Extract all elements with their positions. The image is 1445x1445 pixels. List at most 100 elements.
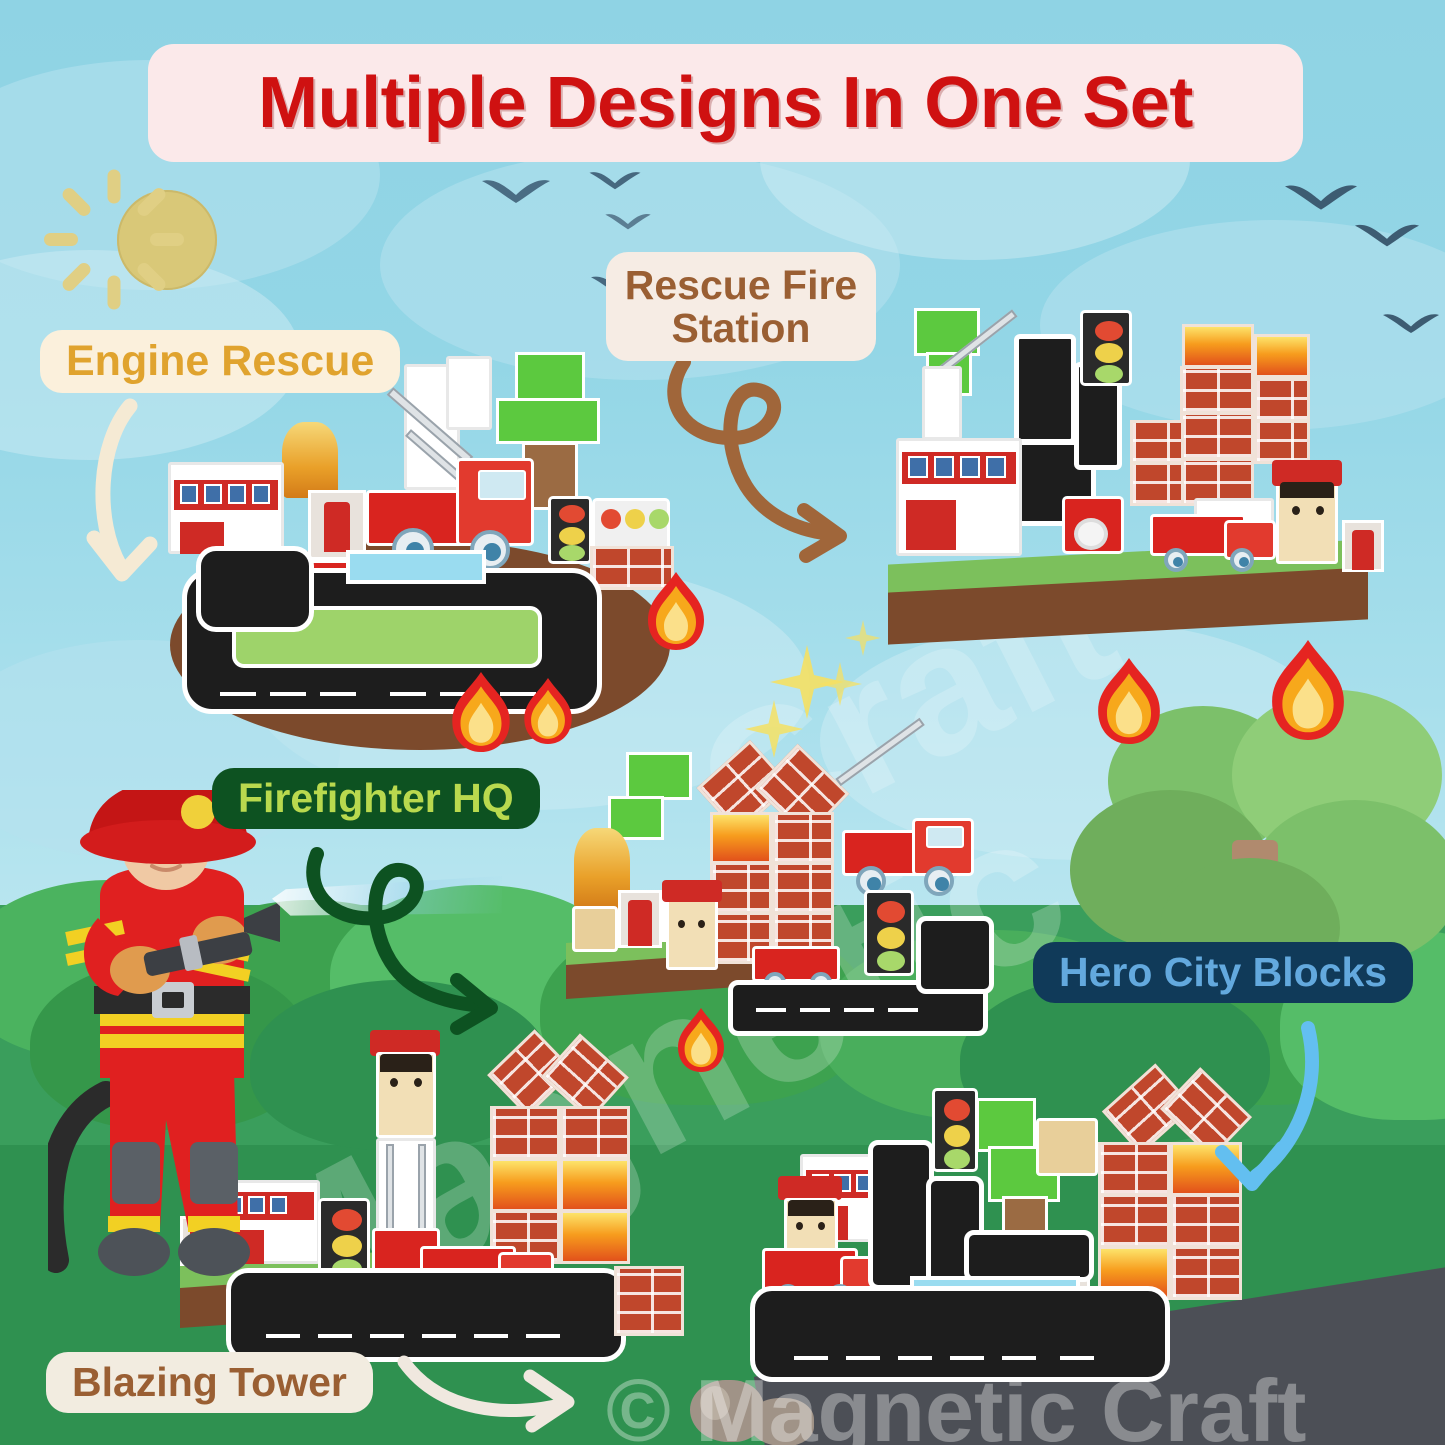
sparkle-icon: [845, 620, 881, 661]
character-hat: [662, 880, 722, 902]
fire-block: [1182, 324, 1254, 368]
brick-block: [1098, 1194, 1170, 1248]
bird-icon: [480, 175, 552, 209]
fire-block: [560, 1158, 630, 1212]
tower-block: [446, 356, 492, 430]
character-eye: [390, 1078, 398, 1087]
road-marking: [756, 1008, 786, 1012]
truck-wheel: [1164, 548, 1188, 572]
brick-block: [1254, 420, 1310, 464]
toyset-rescue-fire-station: [878, 300, 1388, 690]
sun-ray: [150, 233, 184, 246]
station-window: [204, 484, 222, 504]
station-window: [908, 456, 928, 478]
brick-block: [1130, 420, 1184, 464]
flame-icon: [452, 672, 510, 752]
label-rescue-fire-station[interactable]: Rescue Fire Station: [606, 252, 876, 362]
character-hair: [380, 1054, 432, 1072]
station-garage-door: [906, 500, 956, 550]
brick-block: [614, 1266, 684, 1336]
brick-block: [1180, 366, 1254, 414]
sun-ray: [107, 169, 121, 204]
dog-block: [1036, 1118, 1098, 1176]
character-hat: [778, 1176, 842, 1200]
road-marking: [266, 1334, 300, 1338]
brick-block: [1098, 1142, 1170, 1196]
brick-block: [1170, 1246, 1242, 1300]
truck-wheel: [1230, 548, 1254, 572]
label-firefighter-hq-text: Firefighter HQ: [238, 775, 514, 821]
tree-block-top: [626, 752, 692, 800]
road-marking: [318, 1334, 352, 1338]
road-marking: [844, 1008, 874, 1012]
ladder-tower-block: [376, 1138, 436, 1234]
brick-block: [1130, 462, 1184, 506]
page-title: Multiple Designs In One Set: [258, 63, 1193, 143]
label-engine-rescue[interactable]: Engine Rescue: [40, 330, 401, 393]
bird-icon: [604, 210, 652, 234]
curved-arrow-hero-city: [1190, 1020, 1330, 1200]
road-marking: [794, 1356, 828, 1360]
road-marking: [846, 1356, 880, 1360]
character-hat: [370, 1030, 440, 1056]
character-eye: [414, 1078, 422, 1087]
road-loop-tile: [750, 1286, 1170, 1382]
fire-block: [560, 1210, 630, 1264]
truck-wheel: [924, 866, 954, 896]
curved-arrow-rescue-station: [662, 352, 872, 572]
station-window: [270, 1196, 287, 1214]
traffic-light-block: [1080, 310, 1132, 386]
flame-icon: [1272, 640, 1344, 740]
character-block: [666, 898, 718, 970]
road-marking: [390, 692, 426, 696]
road-marking: [526, 1334, 560, 1338]
label-rescue-fire-station-line2: Station: [671, 304, 811, 351]
bird-icon: [1280, 180, 1362, 216]
brick-block: [710, 862, 772, 914]
water-tile: [346, 550, 486, 584]
station-window: [986, 456, 1006, 478]
road-marking: [950, 1356, 984, 1360]
road-marking: [500, 692, 536, 696]
road-marking: [422, 1334, 456, 1338]
sun-ray: [44, 233, 78, 246]
station-window: [960, 456, 980, 478]
road-marking: [898, 1356, 932, 1360]
toyset-firefighter-hq: [560, 717, 1020, 1050]
sparkle-icon: [770, 645, 844, 724]
fire-truck-window: [478, 470, 526, 500]
character-eye: [1316, 506, 1324, 515]
traffic-light-block: [932, 1088, 978, 1172]
road-curve-tile: [196, 546, 314, 632]
road-marking: [1002, 1356, 1036, 1360]
label-firefighter-hq[interactable]: Firefighter HQ: [212, 768, 540, 829]
character-eye: [818, 1222, 825, 1230]
station-window: [248, 1196, 265, 1214]
bird-icon: [1380, 310, 1442, 338]
flame-icon: [678, 1008, 724, 1072]
road-loop-tile: [226, 1268, 626, 1362]
label-rescue-fire-station-line1: Rescue Fire: [624, 262, 858, 308]
hydrant-icon: [324, 502, 350, 552]
character-eye: [796, 1222, 803, 1230]
flame-icon: [524, 678, 572, 744]
tree-block-top: [976, 1098, 1036, 1152]
brick-block: [1180, 412, 1254, 460]
label-hero-city-blocks[interactable]: Hero City Blocks: [1033, 942, 1414, 1003]
road-tower-tile: [1014, 334, 1076, 444]
label-blazing-tower[interactable]: Blazing Tower: [46, 1352, 373, 1413]
bird-icon: [1352, 220, 1422, 252]
character-eye: [1292, 506, 1300, 515]
character-hair: [1280, 482, 1334, 498]
hydrant-icon: [1352, 530, 1374, 570]
brick-block: [1254, 378, 1310, 422]
brick-block: [1170, 1194, 1242, 1248]
fire-truck-window: [926, 826, 964, 848]
station-window: [934, 456, 954, 478]
sparkle-icon: [818, 662, 862, 711]
road-marking: [888, 1008, 918, 1012]
hydrant-icon: [628, 900, 652, 946]
tower-block: [922, 366, 962, 440]
fire-block: [490, 1158, 560, 1212]
